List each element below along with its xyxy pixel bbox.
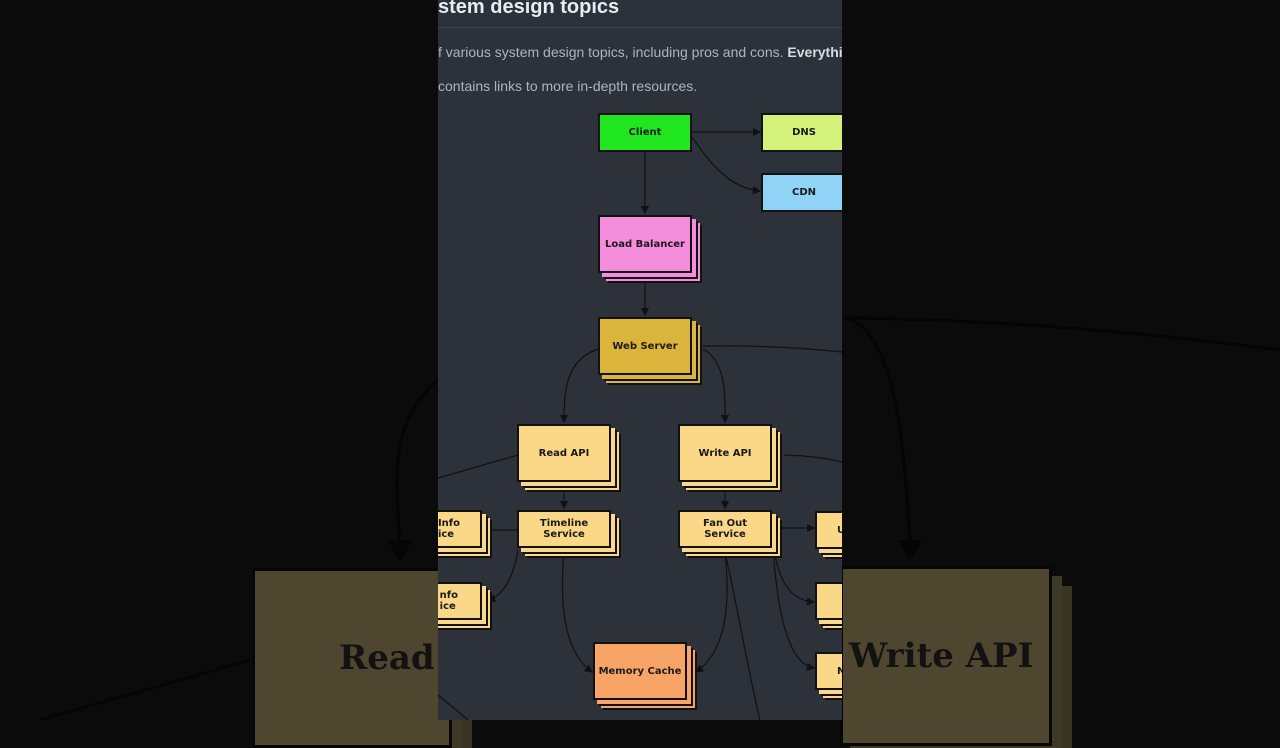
dns-node: DNS: [761, 113, 842, 152]
cdn-label: CDN: [791, 187, 816, 198]
load-balancer-node: Load Balancer: [598, 215, 692, 273]
timeline-service-label: Timeline Service: [539, 518, 589, 540]
right-service-label-1: U: [837, 524, 842, 536]
right-service-label-3: N: [837, 665, 842, 677]
diagram-connectors: [438, 127, 842, 720]
right-service-node-1: U: [815, 511, 842, 549]
load-balancer-label: Load Balancer: [605, 238, 685, 250]
cdn-node: CDN: [761, 173, 842, 212]
fan-out-service-node: Fan Out Service: [678, 510, 772, 548]
backdrop-lines: [0, 0, 1280, 720]
timeline-service-node: Timeline Service: [517, 510, 611, 548]
backdrop-read-api-box: Read AP: [252, 568, 498, 748]
client-label: Client: [628, 127, 662, 138]
read-api-node: Read API: [517, 424, 611, 482]
right-service-node-2: [815, 582, 842, 620]
client-node: Client: [598, 113, 692, 152]
user-info-service-node: Info ice: [438, 510, 482, 548]
web-server-label: Web Server: [612, 340, 678, 352]
intro-line-2: contains links to more in-depth resource…: [438, 78, 698, 94]
section-heading: stem design topics: [438, 0, 620, 18]
content-panel: stem design topics f various system desi…: [438, 0, 842, 720]
intro-line-1-bold: Everythin: [787, 44, 842, 60]
memory-cache-label: Memory Cache: [598, 665, 682, 677]
dns-label: DNS: [792, 127, 816, 138]
intro-line-1: f various system design topics, includin…: [438, 44, 842, 60]
read-api-label: Read API: [538, 447, 590, 459]
heading-divider: [438, 27, 842, 28]
write-api-node: Write API: [678, 424, 772, 482]
tweet-info-service-node: nfo ice: [438, 582, 482, 620]
memory-cache-node: Memory Cache: [593, 642, 687, 700]
write-api-label: Write API: [698, 447, 752, 459]
tweet-info-service-label: nfo ice: [439, 590, 458, 612]
backdrop-write-api-box: Write API: [840, 566, 1052, 746]
backdrop-write-api-label: Write API: [849, 636, 1034, 676]
fan-out-service-label: Fan Out Service: [703, 518, 747, 540]
intro-line-1-text: f various system design topics, includin…: [438, 44, 784, 60]
right-service-node-3: N: [815, 652, 842, 690]
user-info-service-label: Info ice: [438, 518, 460, 540]
web-server-node: Web Server: [598, 317, 692, 375]
